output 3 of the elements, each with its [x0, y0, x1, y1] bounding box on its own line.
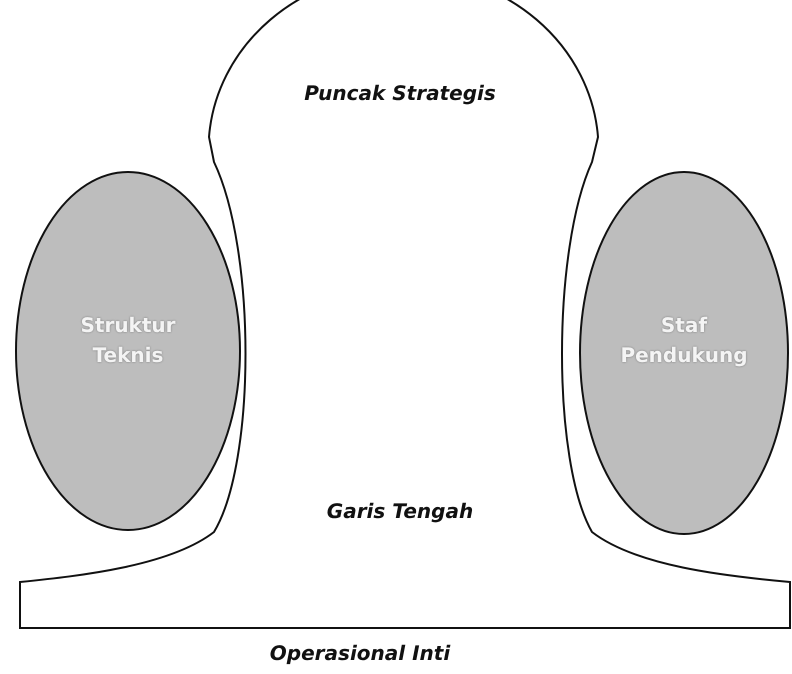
section-label: Operasional Inti: [268, 640, 452, 667]
section-label: Puncak Strategis: [303, 80, 497, 107]
section-label: Garis Tengah: [326, 498, 474, 525]
